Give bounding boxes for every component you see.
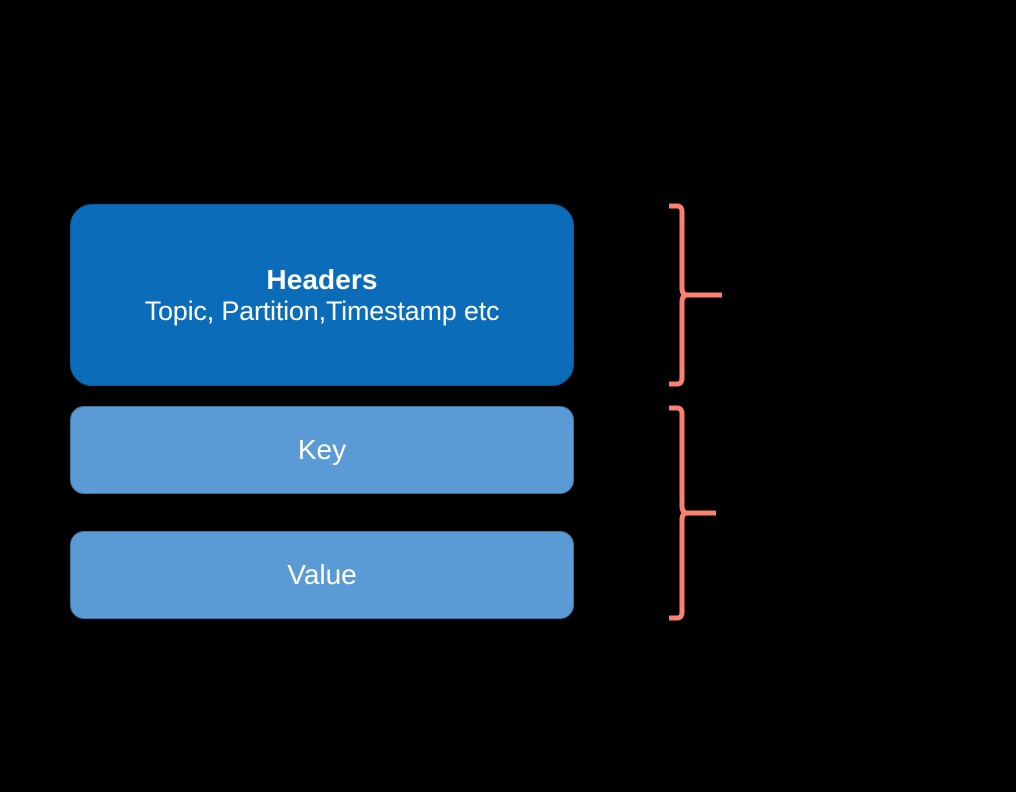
headers-box[interactable]: Headers Topic, Partition,Timestamp etc — [70, 204, 574, 386]
headers-box-title: Headers — [266, 263, 378, 295]
value-box[interactable]: Value — [70, 531, 574, 619]
value-box-label: Value — [287, 558, 357, 590]
key-box[interactable]: Key — [70, 406, 574, 494]
headers-box-subtitle: Topic, Partition,Timestamp etc — [144, 295, 500, 326]
payload-brace-icon — [669, 405, 716, 621]
key-box-label: Key — [297, 433, 347, 465]
headers-brace — [666, 200, 728, 390]
payload-brace — [666, 402, 728, 624]
headers-brace-icon — [669, 203, 723, 387]
